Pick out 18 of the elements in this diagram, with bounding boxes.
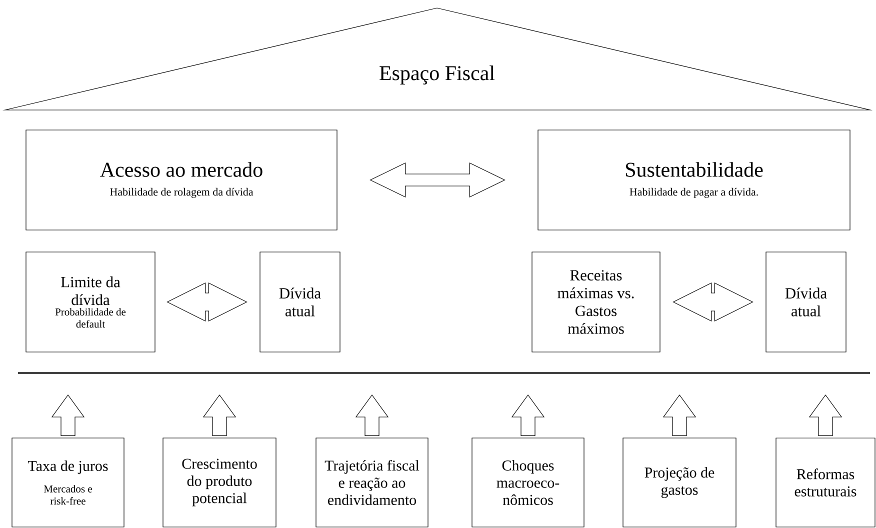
text-box: Choques macroeco-nômicos xyxy=(472,438,584,528)
text-box: Acesso ao mercado Habilidade de rolagem da dívida xyxy=(26,130,338,230)
block-arrow xyxy=(511,394,545,436)
text-box: Sustentabilidade Habilidade de pagar a dívida. xyxy=(538,130,850,230)
text-box: Dívida atual xyxy=(260,252,340,352)
text-box: Trajetória fiscal e reação ao endividamento xyxy=(316,438,428,528)
block-arrow xyxy=(202,394,236,436)
text-box: Crescimento do produto potencial xyxy=(162,438,276,528)
block-arrow xyxy=(662,394,696,436)
text-box: Receitas máximas vs. Gastos máximos xyxy=(532,252,660,352)
text-box: Limite da dívida Probabilidade de default xyxy=(26,252,156,352)
block-arrow xyxy=(51,394,85,436)
block-arrow xyxy=(808,394,842,436)
text-box: Taxa de juros Mercados e risk-free xyxy=(12,438,124,528)
text-box: Dívida atual xyxy=(766,252,846,352)
text-box: Reformas estruturais xyxy=(776,438,876,528)
text-box: Projeção de gastos xyxy=(622,438,736,528)
block-arrow xyxy=(355,394,389,436)
